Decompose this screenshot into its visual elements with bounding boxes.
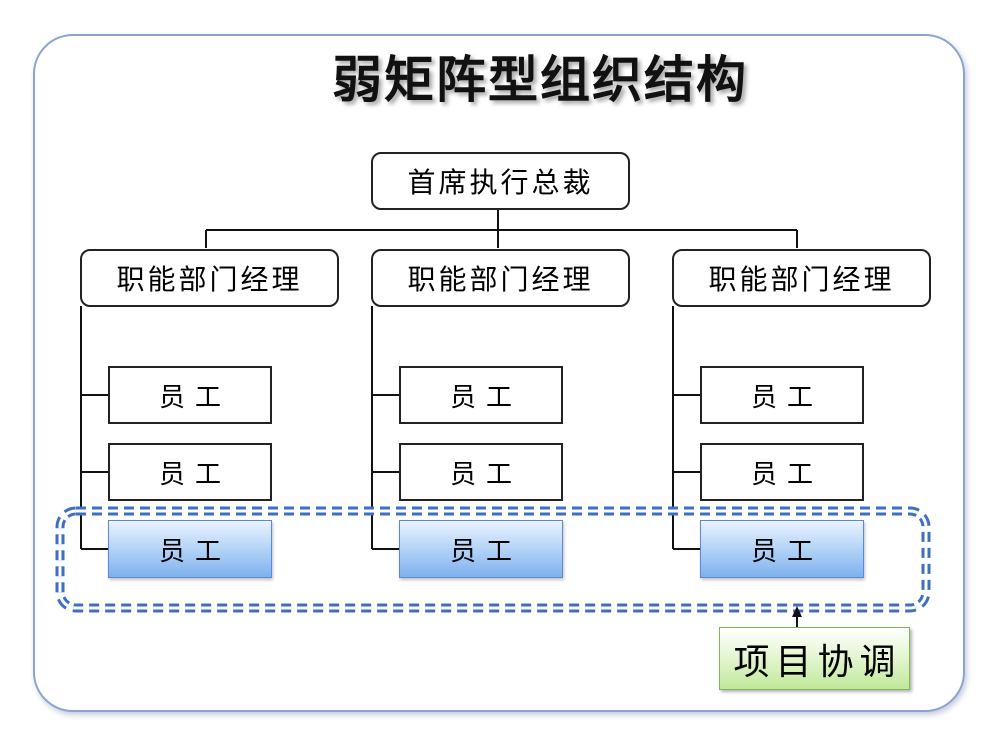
employee-box: 员工 <box>700 366 864 424</box>
employee-box: 员工 <box>399 443 563 501</box>
project-coordination-box: 项目协调 <box>719 627 910 690</box>
manager-box-3: 职能部门经理 <box>672 249 931 307</box>
employee-box: 员工 <box>108 443 272 501</box>
manager-box-1: 职能部门经理 <box>80 249 339 307</box>
ceo-box: 首席执行总裁 <box>371 152 630 210</box>
employee-box: 员工 <box>108 366 272 424</box>
project-employee-box: 员工 <box>700 520 864 578</box>
diagram-title: 弱矩阵型组织结构 <box>332 51 748 109</box>
project-employee-box: 员工 <box>108 520 272 578</box>
project-employee-box: 员工 <box>399 520 563 578</box>
employee-box: 员工 <box>399 366 563 424</box>
manager-box-2: 职能部门经理 <box>371 249 630 307</box>
employee-box: 员工 <box>700 443 864 501</box>
